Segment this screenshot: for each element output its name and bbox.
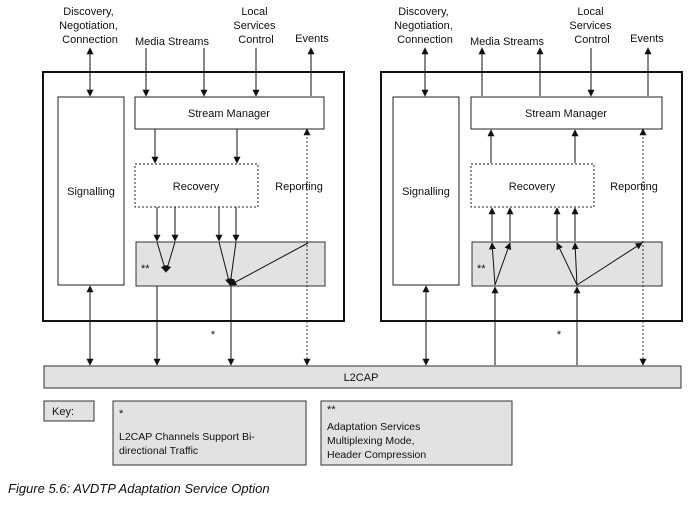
left-signalling-box xyxy=(57,96,125,286)
key-item2-marker: ** xyxy=(327,404,336,416)
key-item1-marker: * xyxy=(119,408,124,420)
right-adapt-arrow-5 xyxy=(576,242,643,286)
right-stream-manager-label: Stream Manager xyxy=(525,108,607,120)
key-legend: Key: * L2CAP Channels Support Bi- direct… xyxy=(43,400,513,466)
key-item1-text: L2CAP Channels Support Bi- directional T… xyxy=(119,431,258,457)
left-adapt-arrow-3 xyxy=(218,241,232,286)
left-adapt-arrow-5 xyxy=(229,242,309,286)
left-adaptation-marker: ** xyxy=(141,263,150,275)
key-title: Key: xyxy=(52,406,74,418)
right-stream-manager-box xyxy=(470,96,663,130)
right-recovery-label: Recovery xyxy=(509,181,556,193)
right-discovery-label: Discovery, Negotiation, Connection xyxy=(394,6,456,46)
right-stack: Discovery, Negotiation, Connection Media… xyxy=(380,6,683,366)
right-adapt-arrow-4 xyxy=(571,242,579,286)
left-events-label: Events xyxy=(295,33,329,45)
key-item2-box xyxy=(320,400,513,466)
left-recovery-box xyxy=(134,163,259,208)
left-adapt-arrow-4 xyxy=(227,241,237,286)
right-adapt-arrow-3 xyxy=(556,242,578,286)
left-media-streams-label: Media Streams xyxy=(135,36,209,48)
key-item2-text: Adaptation Services Multiplexing Mode, H… xyxy=(327,421,426,461)
right-recovery-box xyxy=(470,163,595,208)
right-adapt-arrow-1 xyxy=(488,242,496,286)
l2cap-label: L2CAP xyxy=(344,372,379,384)
left-adapt-arrow-2 xyxy=(164,241,176,273)
l2cap-bar xyxy=(43,365,682,389)
left-local-services-label: Local Services Control xyxy=(233,6,278,46)
right-signalling-box xyxy=(392,96,460,286)
left-stream-manager-label: Stream Manager xyxy=(188,108,270,120)
right-reporting-label: Reporting xyxy=(610,181,658,193)
left-stack: Discovery, Negotiation, Connection Media… xyxy=(42,6,345,366)
figure-caption: Figure 5.6: AVDTP Adaptation Service Opt… xyxy=(8,481,270,496)
left-signalling-label: Signalling xyxy=(67,186,115,198)
right-channel-marker: * xyxy=(557,329,562,341)
right-signalling-label: Signalling xyxy=(402,186,450,198)
right-events-label: Events xyxy=(630,33,664,45)
key-item1-box xyxy=(112,400,307,466)
left-channel-marker: * xyxy=(211,329,216,341)
right-adapt-arrow-2 xyxy=(494,242,512,286)
left-stream-manager-box xyxy=(134,96,325,130)
right-local-services-label: Local Services Control xyxy=(569,6,614,46)
left-discovery-label: Discovery, Negotiation, Connection xyxy=(59,6,121,46)
right-adaptation-marker: ** xyxy=(477,263,486,275)
left-recovery-label: Recovery xyxy=(173,181,220,193)
key-title-box xyxy=(43,400,95,422)
right-media-streams-label: Media Streams xyxy=(470,36,544,48)
left-reporting-label: Reporting xyxy=(275,181,323,193)
